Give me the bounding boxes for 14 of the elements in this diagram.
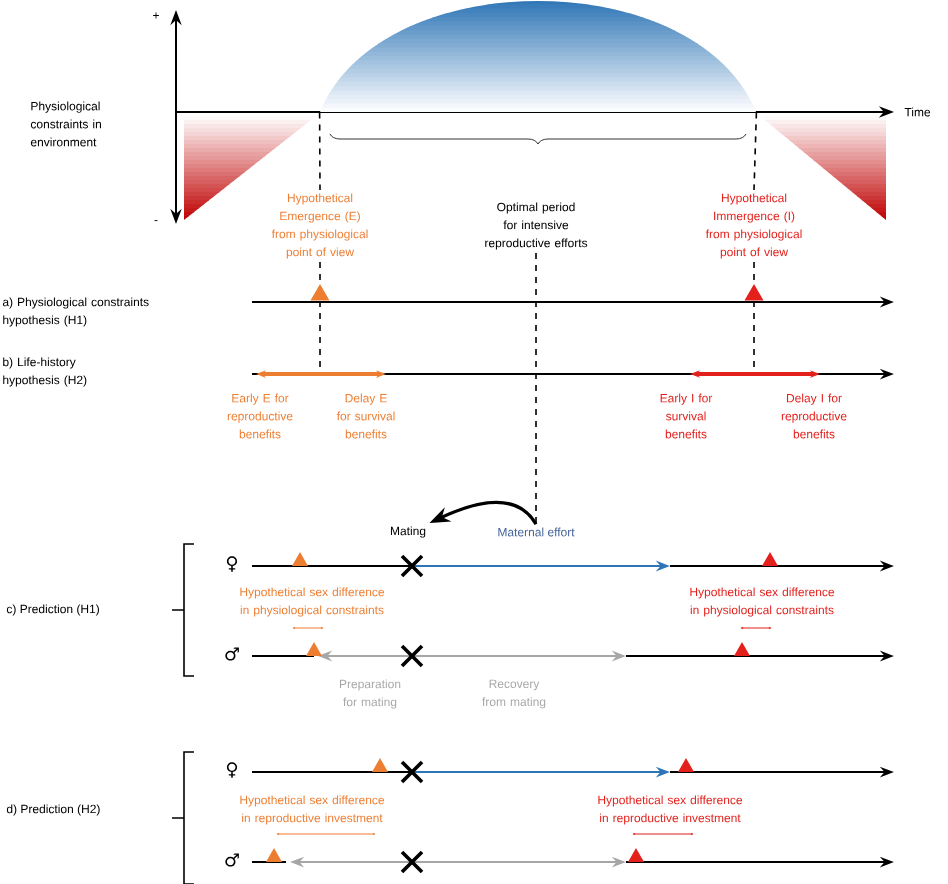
optimum-dome: [320, 1, 756, 112]
female-symbol: ♀: [226, 762, 238, 778]
triangle-marker: [744, 284, 764, 301]
leader-line: [319, 300, 321, 373]
leader-line: [535, 252, 537, 525]
triangle-marker: [310, 284, 330, 301]
leader-line: [753, 300, 755, 373]
male-symbol: ♂: [225, 853, 239, 867]
leader-line: [319, 261, 321, 284]
leader-line: [753, 261, 755, 284]
leader-line: [753, 111, 758, 191]
male-symbol: ♂: [225, 647, 239, 661]
female-symbol: ♀: [226, 556, 238, 572]
leader-line: [318, 111, 321, 191]
